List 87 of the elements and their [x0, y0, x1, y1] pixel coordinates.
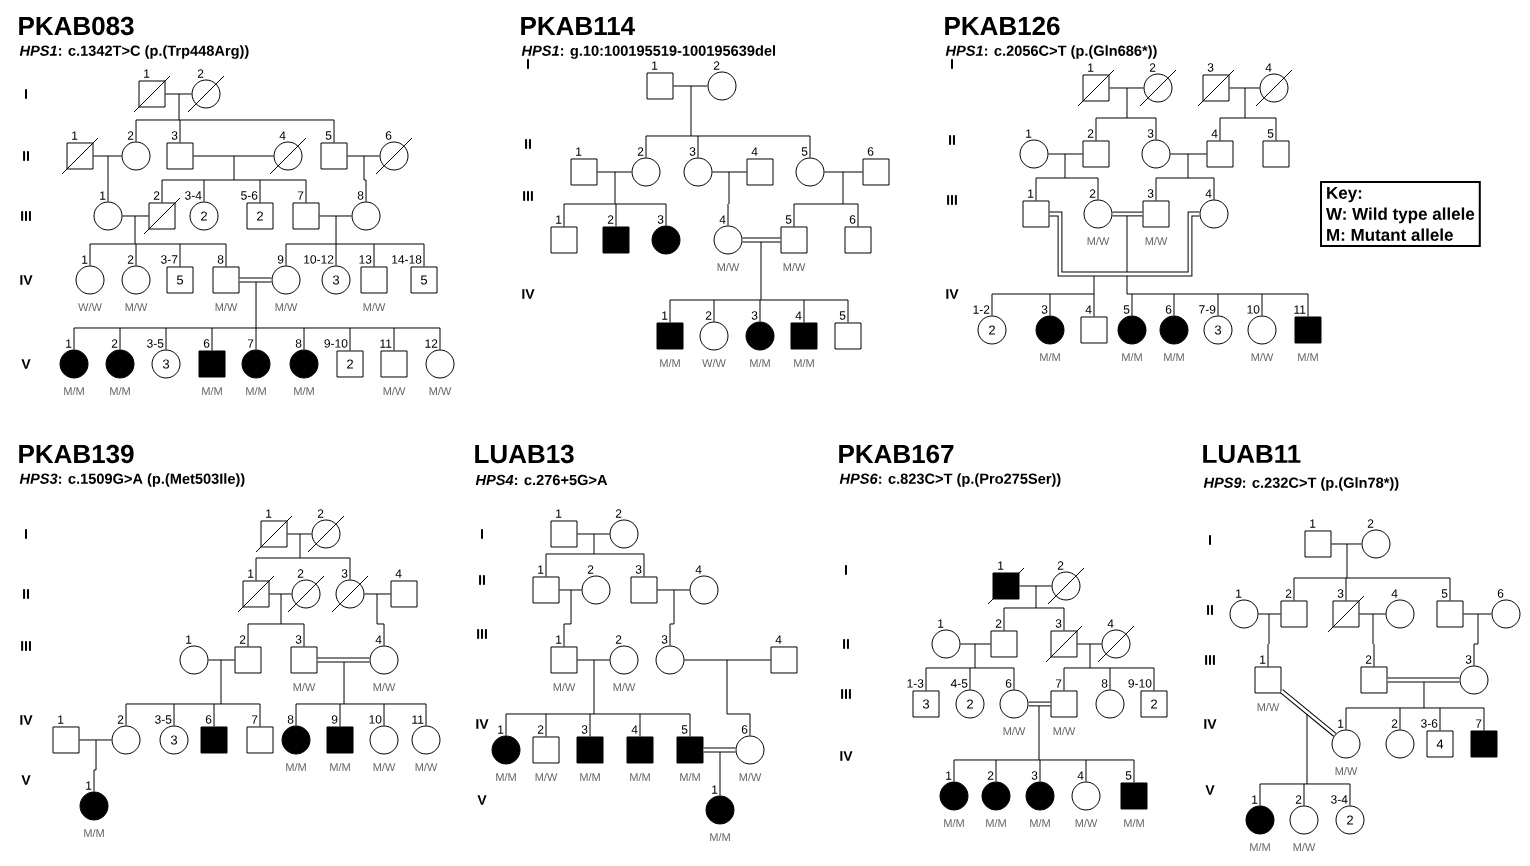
descent-line — [1473, 613, 1479, 666]
descent-line — [363, 155, 367, 202]
mating-line — [824, 171, 863, 173]
mating-line — [193, 155, 274, 157]
mating-line — [1077, 643, 1102, 645]
mating-line — [684, 659, 771, 661]
mating-line — [122, 215, 149, 217]
descent-line — [1003, 585, 1065, 631]
descent-line — [135, 93, 335, 143]
mating-line — [960, 643, 991, 645]
descent-line — [125, 659, 261, 727]
descent-line — [1063, 643, 1155, 691]
mating-line — [364, 593, 391, 595]
descent-line — [1095, 87, 1157, 141]
mating-line — [673, 85, 708, 87]
descent-line — [89, 215, 227, 267]
descent-line — [726, 659, 751, 736]
mating-line — [597, 171, 632, 173]
descent-line — [1293, 543, 1451, 601]
consanguineous-mating-line — [1028, 701, 1051, 707]
mating-line — [1048, 153, 1083, 155]
pedigree-title: PKAB114 — [521, 17, 635, 35]
mating-line — [1463, 613, 1492, 615]
descent-line — [1126, 213, 1309, 317]
pedigree-title: LUAB13 — [475, 444, 574, 464]
mating-line — [165, 93, 192, 95]
descent-line — [563, 589, 572, 647]
mating-line — [577, 659, 610, 661]
mating-line — [93, 155, 122, 157]
descent-line — [107, 155, 109, 202]
mating-line — [1170, 153, 1207, 155]
mating-line — [712, 171, 747, 173]
mating-line — [269, 593, 292, 595]
consanguineous-mating-line — [1279, 689, 1337, 737]
mating-line — [1229, 87, 1260, 89]
mating-line — [1019, 585, 1052, 587]
consanguineous-mating-line — [1387, 677, 1460, 683]
consanguineous-mating-line — [239, 277, 272, 283]
descent-line — [255, 533, 351, 581]
descent-line — [1372, 613, 1375, 667]
descent-line — [1259, 711, 1351, 806]
descent-line — [1155, 153, 1215, 201]
mating-line — [208, 659, 235, 661]
mating-line — [1109, 87, 1144, 89]
descent-line — [545, 533, 645, 577]
descent-line — [1267, 613, 1270, 667]
pedigree-title: PKAB083 — [19, 16, 134, 36]
mating-line — [1359, 613, 1386, 615]
consanguineous-mating-line — [1112, 211, 1143, 217]
key-box: Key: W: Wild type allele M: Mutant allele — [1320, 181, 1481, 247]
consanguineous-mating-line — [317, 657, 370, 663]
descent-line — [1345, 679, 1485, 731]
descent-line — [247, 593, 305, 647]
mating-line — [347, 155, 380, 157]
pedigree-title: PKAB139 — [19, 444, 134, 464]
descent-line — [719, 749, 721, 796]
descent-line — [285, 215, 425, 267]
pedigree-title: LUAB11 — [1203, 444, 1301, 464]
descent-line — [505, 659, 691, 737]
descent-line — [376, 593, 385, 646]
mating-line — [657, 589, 690, 591]
pedigree-title: PKAB126 — [945, 16, 1060, 36]
mating-line — [287, 533, 312, 535]
descent-line — [161, 155, 307, 203]
descent-line — [953, 703, 1135, 783]
descent-line — [1219, 87, 1277, 141]
pedigree-title: PKAB167 — [839, 444, 954, 464]
descent-line — [1035, 153, 1099, 201]
mating-line — [559, 589, 582, 591]
mating-line — [1258, 613, 1281, 615]
descent-line — [669, 239, 849, 323]
descent-line — [563, 171, 667, 227]
consanguineous-mating-line — [742, 237, 781, 243]
descent-line — [793, 171, 859, 227]
mating-line — [1331, 543, 1362, 545]
descent-line — [93, 739, 97, 792]
descent-line — [727, 171, 730, 226]
mating-line — [319, 215, 352, 217]
descent-line — [645, 85, 811, 158]
descent-line — [925, 643, 1015, 691]
mating-line — [577, 533, 610, 535]
descent-line — [73, 279, 441, 351]
consanguineous-mating-line — [703, 747, 736, 753]
consanguineous-mating-line — [1049, 211, 1200, 277]
descent-line — [295, 659, 427, 727]
descent-line — [669, 589, 675, 646]
mating-line — [79, 739, 112, 741]
